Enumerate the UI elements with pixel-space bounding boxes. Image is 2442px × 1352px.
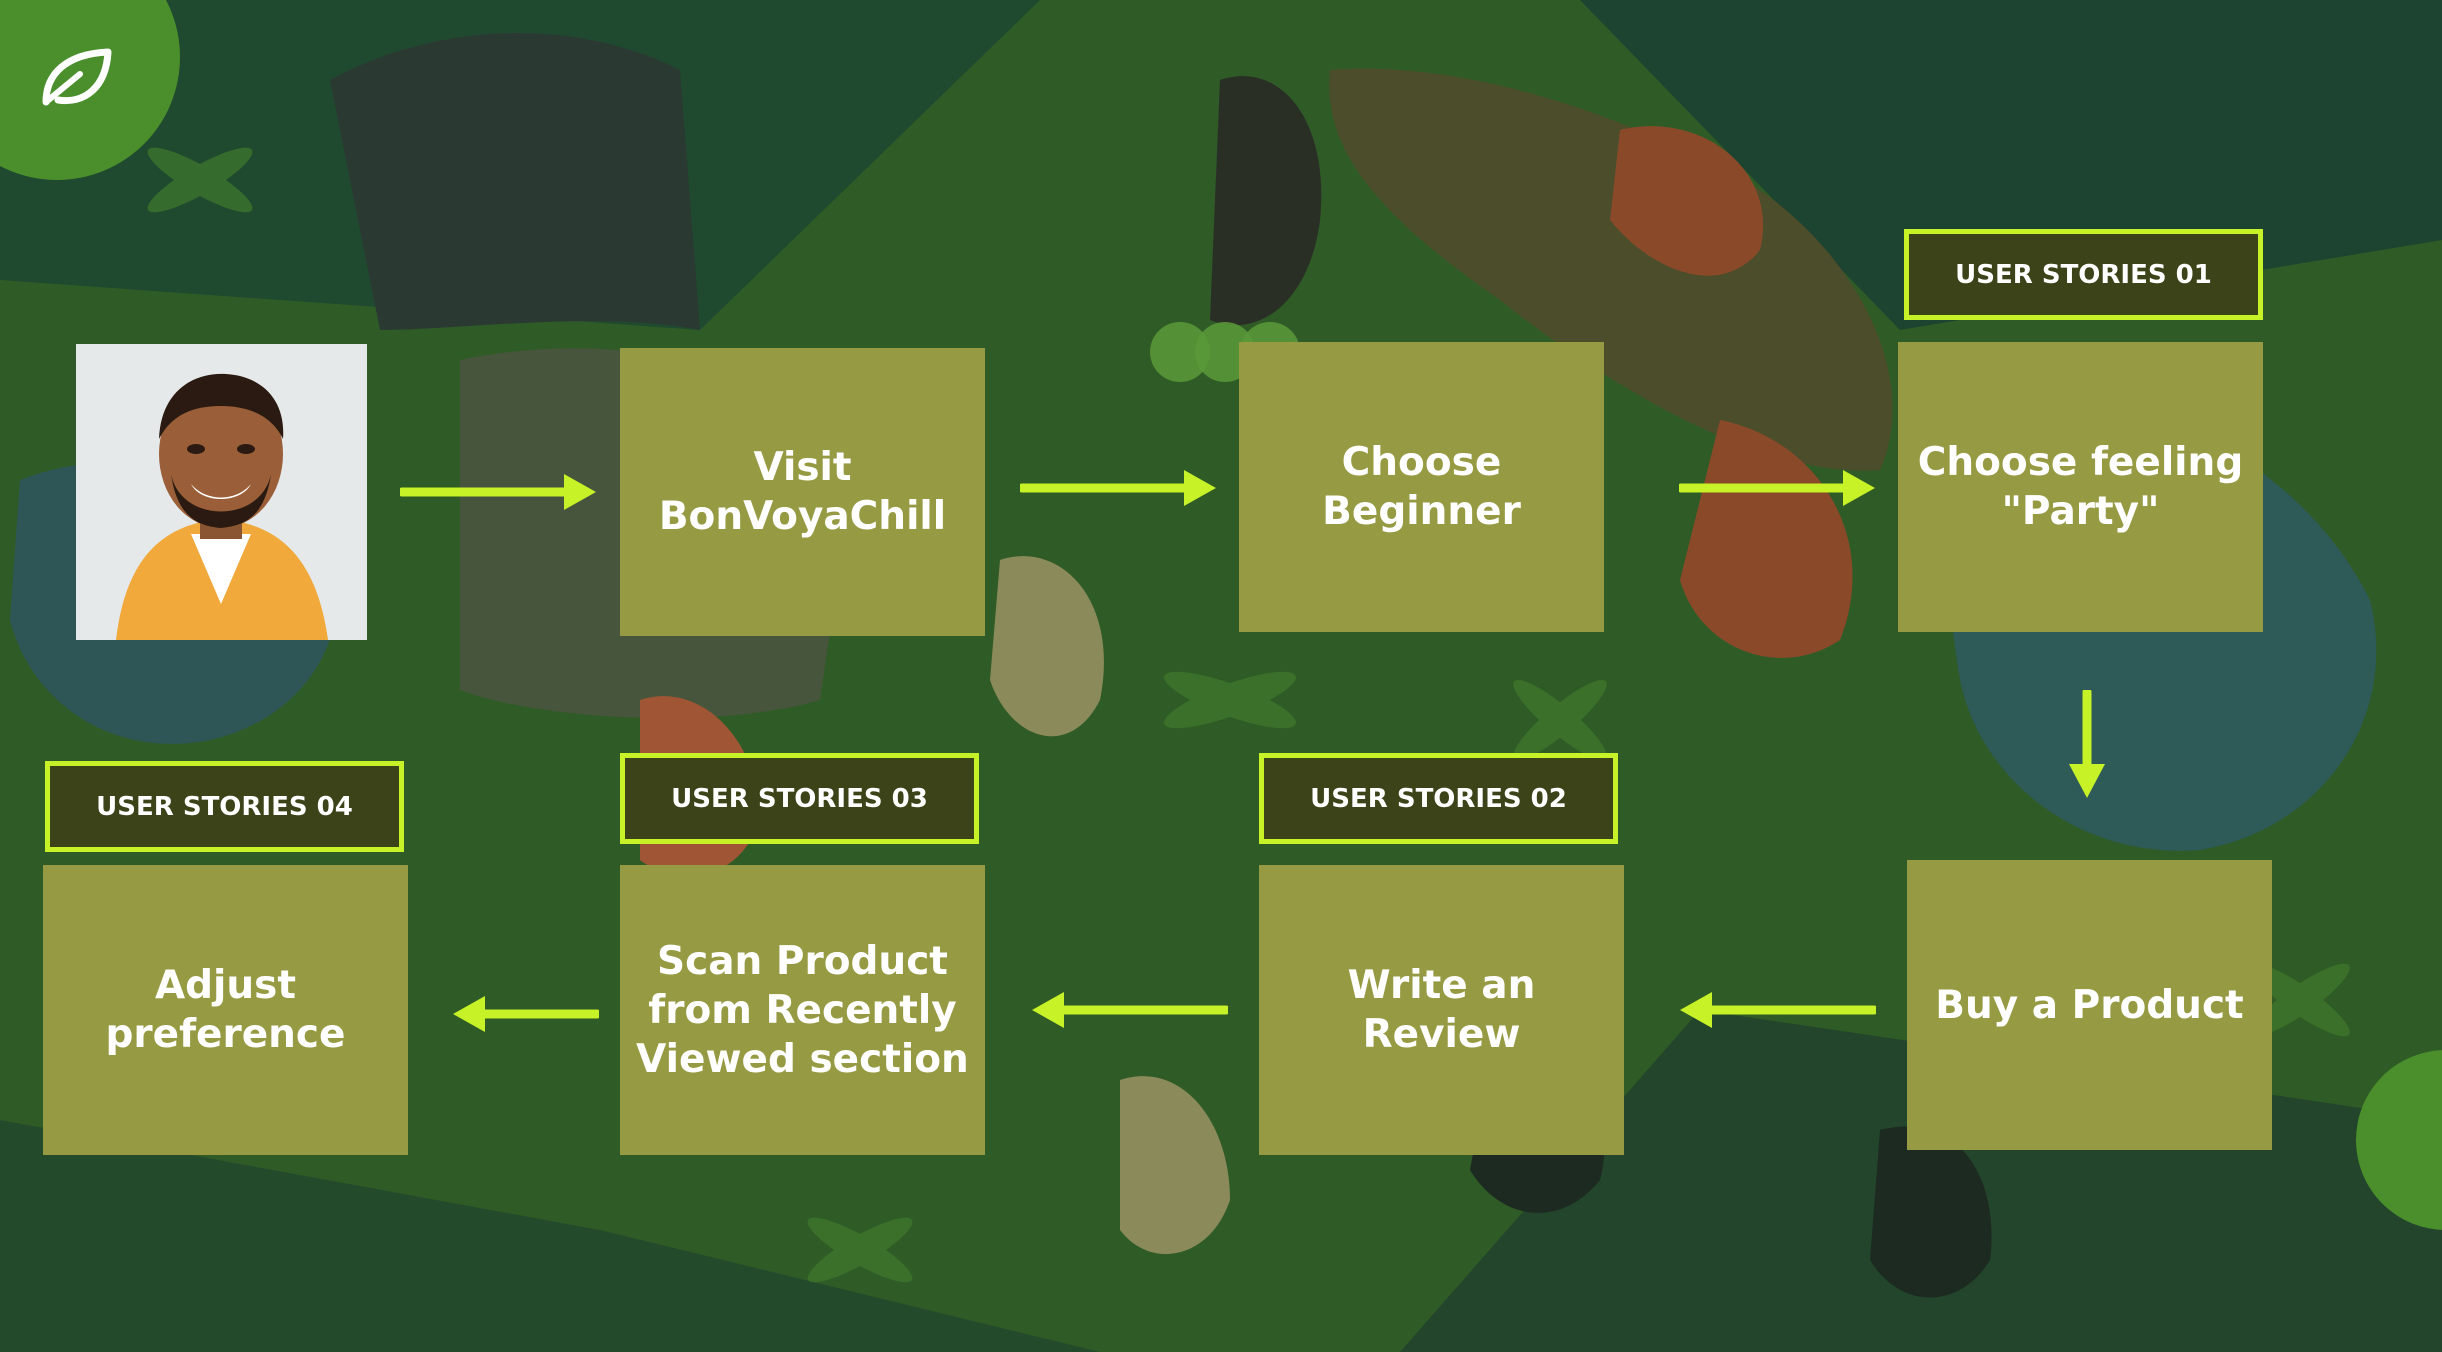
step-label: Buy a Product — [1921, 981, 2257, 1030]
person-photo-icon — [76, 344, 367, 640]
tag-label: USER STORIES 01 — [1955, 260, 2212, 290]
arrow-icon — [449, 992, 599, 1036]
step-label: Write an Review — [1259, 961, 1624, 1059]
step-label: Scan Product from Recently Viewed sectio… — [620, 937, 985, 1084]
user-story-tag-04: USER STORIES 04 — [45, 761, 404, 852]
step-visit-site: Visit BonVoyaChill — [620, 348, 985, 636]
user-story-tag-03: USER STORIES 03 — [620, 753, 979, 844]
step-write-review: Write an Review — [1259, 865, 1624, 1155]
tag-label: USER STORIES 04 — [96, 792, 353, 822]
step-adjust-preference: Adjust preference — [43, 865, 408, 1155]
arrow-icon — [2065, 690, 2109, 802]
step-buy-product: Buy a Product — [1907, 860, 2272, 1150]
arrow-icon — [400, 470, 600, 514]
arrow-icon — [1028, 988, 1228, 1032]
leaf-icon — [40, 48, 112, 106]
arrow-icon — [1676, 988, 1876, 1032]
tag-label: USER STORIES 03 — [671, 784, 928, 814]
step-label: Adjust preference — [43, 961, 408, 1059]
user-story-tag-01: USER STORIES 01 — [1904, 229, 2263, 320]
tag-label: USER STORIES 02 — [1310, 784, 1567, 814]
step-label: Choose feeling "Party" — [1898, 438, 2263, 536]
step-choose-feeling: Choose feeling "Party" — [1898, 342, 2263, 632]
user-story-tag-02: USER STORIES 02 — [1259, 753, 1618, 844]
persona-avatar — [76, 344, 367, 640]
step-choose-level: Choose Beginner — [1239, 342, 1604, 632]
step-scan-product: Scan Product from Recently Viewed sectio… — [620, 865, 985, 1155]
arrow-icon — [1679, 466, 1879, 510]
step-label: Visit BonVoyaChill — [620, 443, 985, 541]
step-label: Choose Beginner — [1239, 438, 1604, 536]
arrow-icon — [1020, 466, 1220, 510]
